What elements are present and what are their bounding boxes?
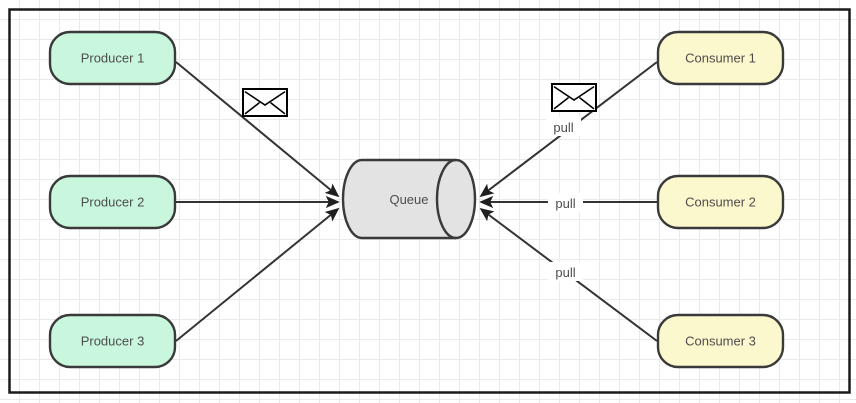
producer-2-shape [48,174,177,230]
producer-2-label: Producer 2 [81,195,145,210]
producer-1-label: Producer 1 [81,51,145,66]
edge-label-pull-1: pull [546,117,581,136]
producer-3-shape [48,313,177,369]
consumer-node-1[interactable]: Consumer 1 [656,30,785,86]
edge-label-pull-3: pull [548,262,583,281]
producer-3-label: Producer 3 [81,334,145,349]
producer-1-shape [48,30,177,86]
consumer-1-label: Consumer 1 [685,51,756,66]
producer-node-1[interactable]: Producer 1 [48,30,177,86]
queue-label: Queue [389,192,428,207]
consumer-2-label: Consumer 2 [685,195,756,210]
consumer-2-shape [656,174,785,230]
envelope-icon-consumer[interactable] [551,83,597,112]
producer-node-3[interactable]: Producer 3 [48,313,177,369]
pull-label-1: pull [553,120,573,135]
envelope-icon-producer[interactable] [242,88,288,117]
consumer-node-3[interactable]: Consumer 3 [656,313,785,369]
edge-producer-1-to-queue[interactable] [175,61,340,198]
pull-label-2: pull [555,196,575,211]
producer-node-2[interactable]: Producer 2 [48,174,177,230]
consumer-3-shape [656,313,785,369]
edge-label-pull-2: pull [548,193,583,212]
edge-group-producers [175,61,340,342]
queue-node[interactable]: Queue [341,158,477,240]
consumer-3-label: Consumer 3 [685,334,756,349]
queue-cylinder-cap [435,158,457,240]
edge-producer-3-to-queue[interactable] [175,207,340,342]
consumer-node-2[interactable]: Consumer 2 [656,174,785,230]
consumer-1-shape [656,30,785,86]
pull-label-3: pull [555,265,575,280]
diagram-frame [8,8,851,394]
